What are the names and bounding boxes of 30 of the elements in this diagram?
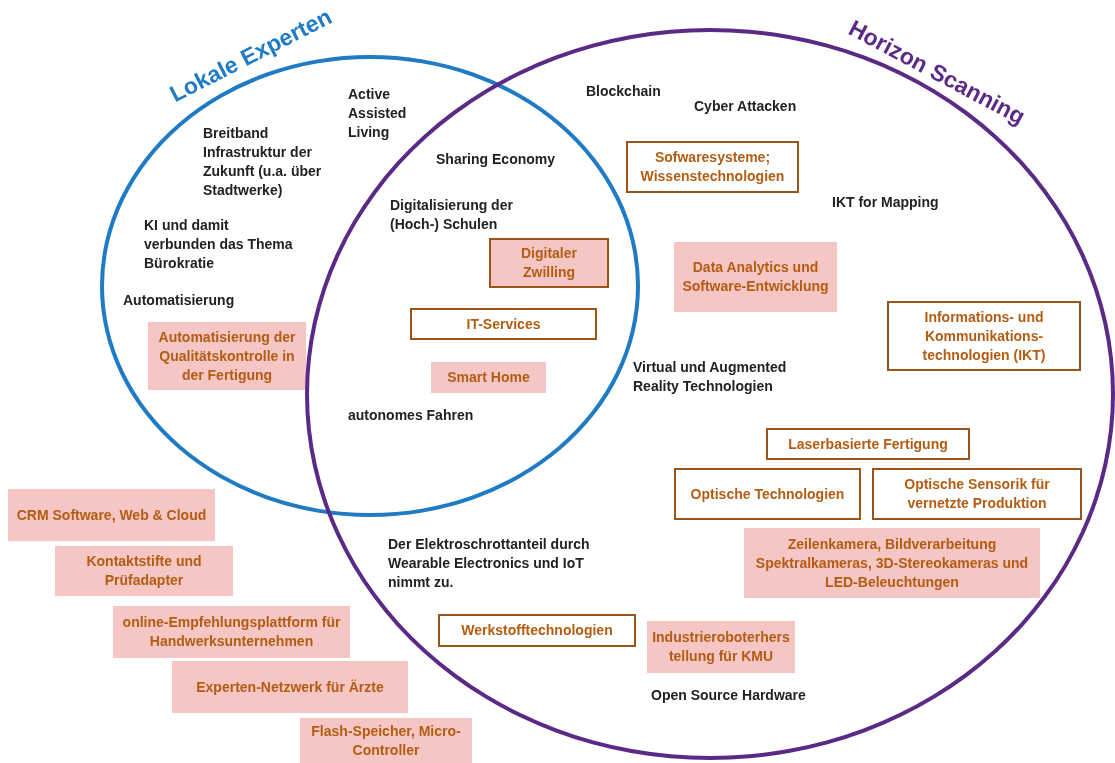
outlined-topic-box: IT-Services xyxy=(410,308,597,340)
topic-label: autonomes Fahren xyxy=(348,406,475,425)
topic-label: Blockchain xyxy=(586,82,662,101)
topic-label: KI und damit verbunden das Thema Bürokratie xyxy=(144,216,294,273)
highlighted-topic-box: Kontaktstifte und Prüfadapter xyxy=(55,546,233,596)
topic-label: Breitband Infrastruktur der Zukunft (u.a. über Stadtwerke) xyxy=(203,124,323,200)
highlighted-topic-box: Digitaler Zwilling xyxy=(489,238,609,288)
highlighted-topic-box: Data Analytics und Software-Entwicklung xyxy=(674,242,837,312)
outlined-topic-box: Laserbasierte Fertigung xyxy=(766,428,970,460)
highlighted-topic-box: online-Empfehlungsplattform für Handwerksunternehmen xyxy=(113,606,350,658)
highlighted-topic-box: Smart Home xyxy=(431,362,546,393)
topic-label: Cyber Attacken xyxy=(694,97,798,116)
topic-label: Digitalisierung der (Hoch-) Schulen xyxy=(390,196,514,234)
highlighted-topic-box: Zeilenkamera, Bildverarbeitung Spektralkameras, 3D-Stereokameras und LED-Beleuchtungen xyxy=(744,528,1040,598)
highlighted-topic-box: Industrieroboterherstellung für KMU xyxy=(647,621,795,673)
highlighted-topic-box: Experten-Netzwerk für Ärzte xyxy=(172,661,408,713)
outlined-topic-box: Optische Sensorik für vernetzte Produktion xyxy=(872,468,1082,520)
topic-label: Active Assisted Living xyxy=(348,85,408,142)
topic-label: Automatisierung xyxy=(123,291,236,310)
topic-label: Sharing Economy xyxy=(436,150,557,169)
outlined-topic-box: Sofwaresysteme; Wissenstechnologien xyxy=(626,141,799,193)
topic-label: Der Elektroschrottanteil durch Wearable Electronics und IoT nimmt zu. xyxy=(388,535,591,592)
topic-label: IKT for Mapping xyxy=(832,193,940,212)
highlighted-topic-box: CRM Software, Web & Cloud xyxy=(8,489,215,541)
topic-label: Open Source Hardware xyxy=(651,686,807,705)
outlined-topic-box: Informations- und Kommunikations-technologien (IKT) xyxy=(887,301,1081,371)
outlined-topic-box: Optische Technologien xyxy=(674,468,861,520)
highlighted-topic-box: Automatisierung der Qualitätskontrolle in der Fertigung xyxy=(148,322,306,390)
outlined-topic-box: Werkstofftechnologien xyxy=(438,614,636,647)
topic-label: Virtual und Augmented Reality Technologien xyxy=(633,358,788,396)
